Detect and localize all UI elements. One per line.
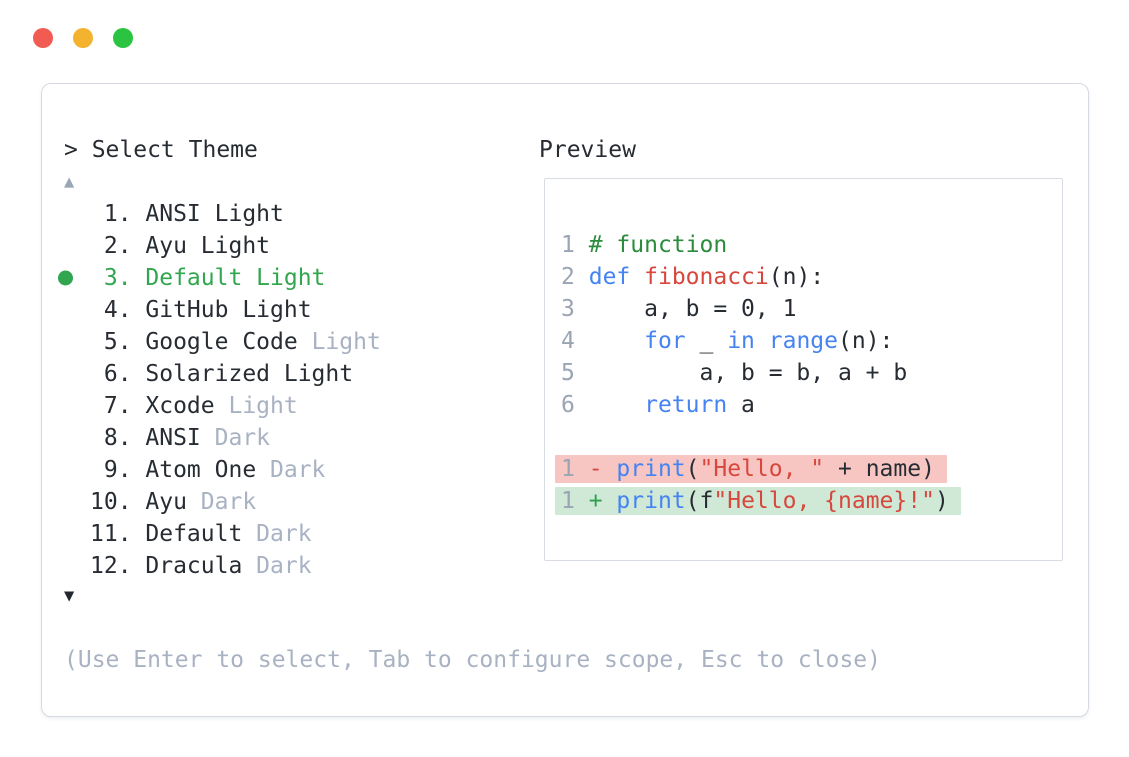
theme-item-label: ANSI [145,425,201,451]
theme-item-number: 7. [90,393,146,419]
theme-item-number: 9. [90,457,146,483]
theme-item[interactable]: 10. Ayu Dark [42,486,542,518]
theme-item-variant: Dark [242,553,312,579]
close-button[interactable] [33,28,53,48]
theme-item[interactable]: 4. GitHub Light [42,294,542,326]
theme-item-variant: Dark [186,489,257,515]
theme-list: 1. ANSI Light 2. Ayu Light 3. Default Li… [42,198,542,582]
theme-item[interactable]: 5. Google Code Light [42,326,542,358]
theme-item-variant: Light [297,329,381,355]
theme-item-number: 11. [90,521,146,547]
line-number: 1 [561,456,575,482]
line-number: 2 [561,264,575,290]
theme-item-number: 3. [90,265,146,291]
theme-item-label: Ayu [145,489,187,515]
line-number: 4 [561,328,575,354]
selected-bullet-icon [58,270,73,286]
keyboard-hint: (Use Enter to select, Tab to configure s… [64,647,881,673]
blank-line [561,421,1062,453]
theme-item-variant: Dark [242,521,312,547]
theme-item[interactable]: 12. Dracula Dark [42,550,542,582]
theme-item-number: 4. [90,297,146,323]
theme-item[interactable]: 6. Solarized Light [42,358,542,390]
theme-selector-window: > Select Theme ▲ 1. ANSI Light 2. Ayu Li… [41,83,1089,717]
theme-item-label: Xcode [145,393,215,419]
theme-item-number: 10. [90,489,146,515]
theme-item[interactable]: 11. Default Dark [42,518,542,550]
window-controls [33,28,133,48]
line-number: 1 [561,232,575,258]
theme-item-label: ANSI Light [145,201,284,227]
theme-item-label: Dracula [145,553,243,579]
theme-item-label: Solarized Light [145,361,354,387]
theme-item-label: Atom One [145,457,257,483]
theme-item-variant: Dark [256,457,326,483]
code-line: 2 def fibonacci(n): [561,264,825,290]
theme-item-number: 12. [90,553,146,579]
minimize-button[interactable] [73,28,93,48]
theme-item-label: Google Code [145,329,298,355]
scroll-down-icon[interactable]: ▼ [64,586,75,606]
theme-item-label: Default [145,521,243,547]
line-number: 5 [561,360,575,386]
theme-item[interactable]: 2. Ayu Light [42,230,542,262]
theme-item-number: 5. [90,329,146,355]
theme-item[interactable]: 3. Default Light [42,262,542,294]
code-line: 1 # function [561,232,728,258]
theme-item[interactable]: 1. ANSI Light [42,198,542,230]
line-number: 3 [561,296,575,322]
code-preview: 1 # function 2 def fibonacci(n): 3 a, b = … [555,229,1062,517]
theme-item-label: Ayu Light [145,233,271,259]
preview-title: Preview [539,137,636,163]
theme-item-number: 8. [90,425,146,451]
theme-item-number: 2. [90,233,146,259]
theme-item-label: GitHub Light [145,297,312,323]
theme-item-variant: Light [214,393,298,419]
select-theme-prompt: > Select Theme [64,137,258,163]
code-line: 4 for _ in range(n): [561,328,894,354]
theme-item[interactable]: 8. ANSI Dark [42,422,542,454]
theme-item-number: 6. [90,361,146,387]
theme-item[interactable]: 9. Atom One Dark [42,454,542,486]
code-line: 5 a, b = b, a + b [561,360,908,386]
preview-pane: 1 # function 2 def fibonacci(n): 3 a, b = … [544,178,1063,561]
maximize-button[interactable] [113,28,133,48]
code-line: 3 a, b = 0, 1 [561,296,797,322]
code-line: 6 return a [561,392,755,418]
line-number: 6 [561,392,575,418]
theme-item-variant: Dark [200,425,271,451]
theme-item-label: Default Light [145,265,326,291]
scroll-up-icon[interactable]: ▲ [64,172,75,192]
theme-item-number: 1. [90,201,146,227]
diff-line-added: 1 + print(f"Hello, {name}!") [555,485,1062,517]
theme-item[interactable]: 7. Xcode Light [42,390,542,422]
diff-line-removed: 1 - print("Hello, " + name) [555,453,1062,485]
line-number: 1 [561,488,575,514]
